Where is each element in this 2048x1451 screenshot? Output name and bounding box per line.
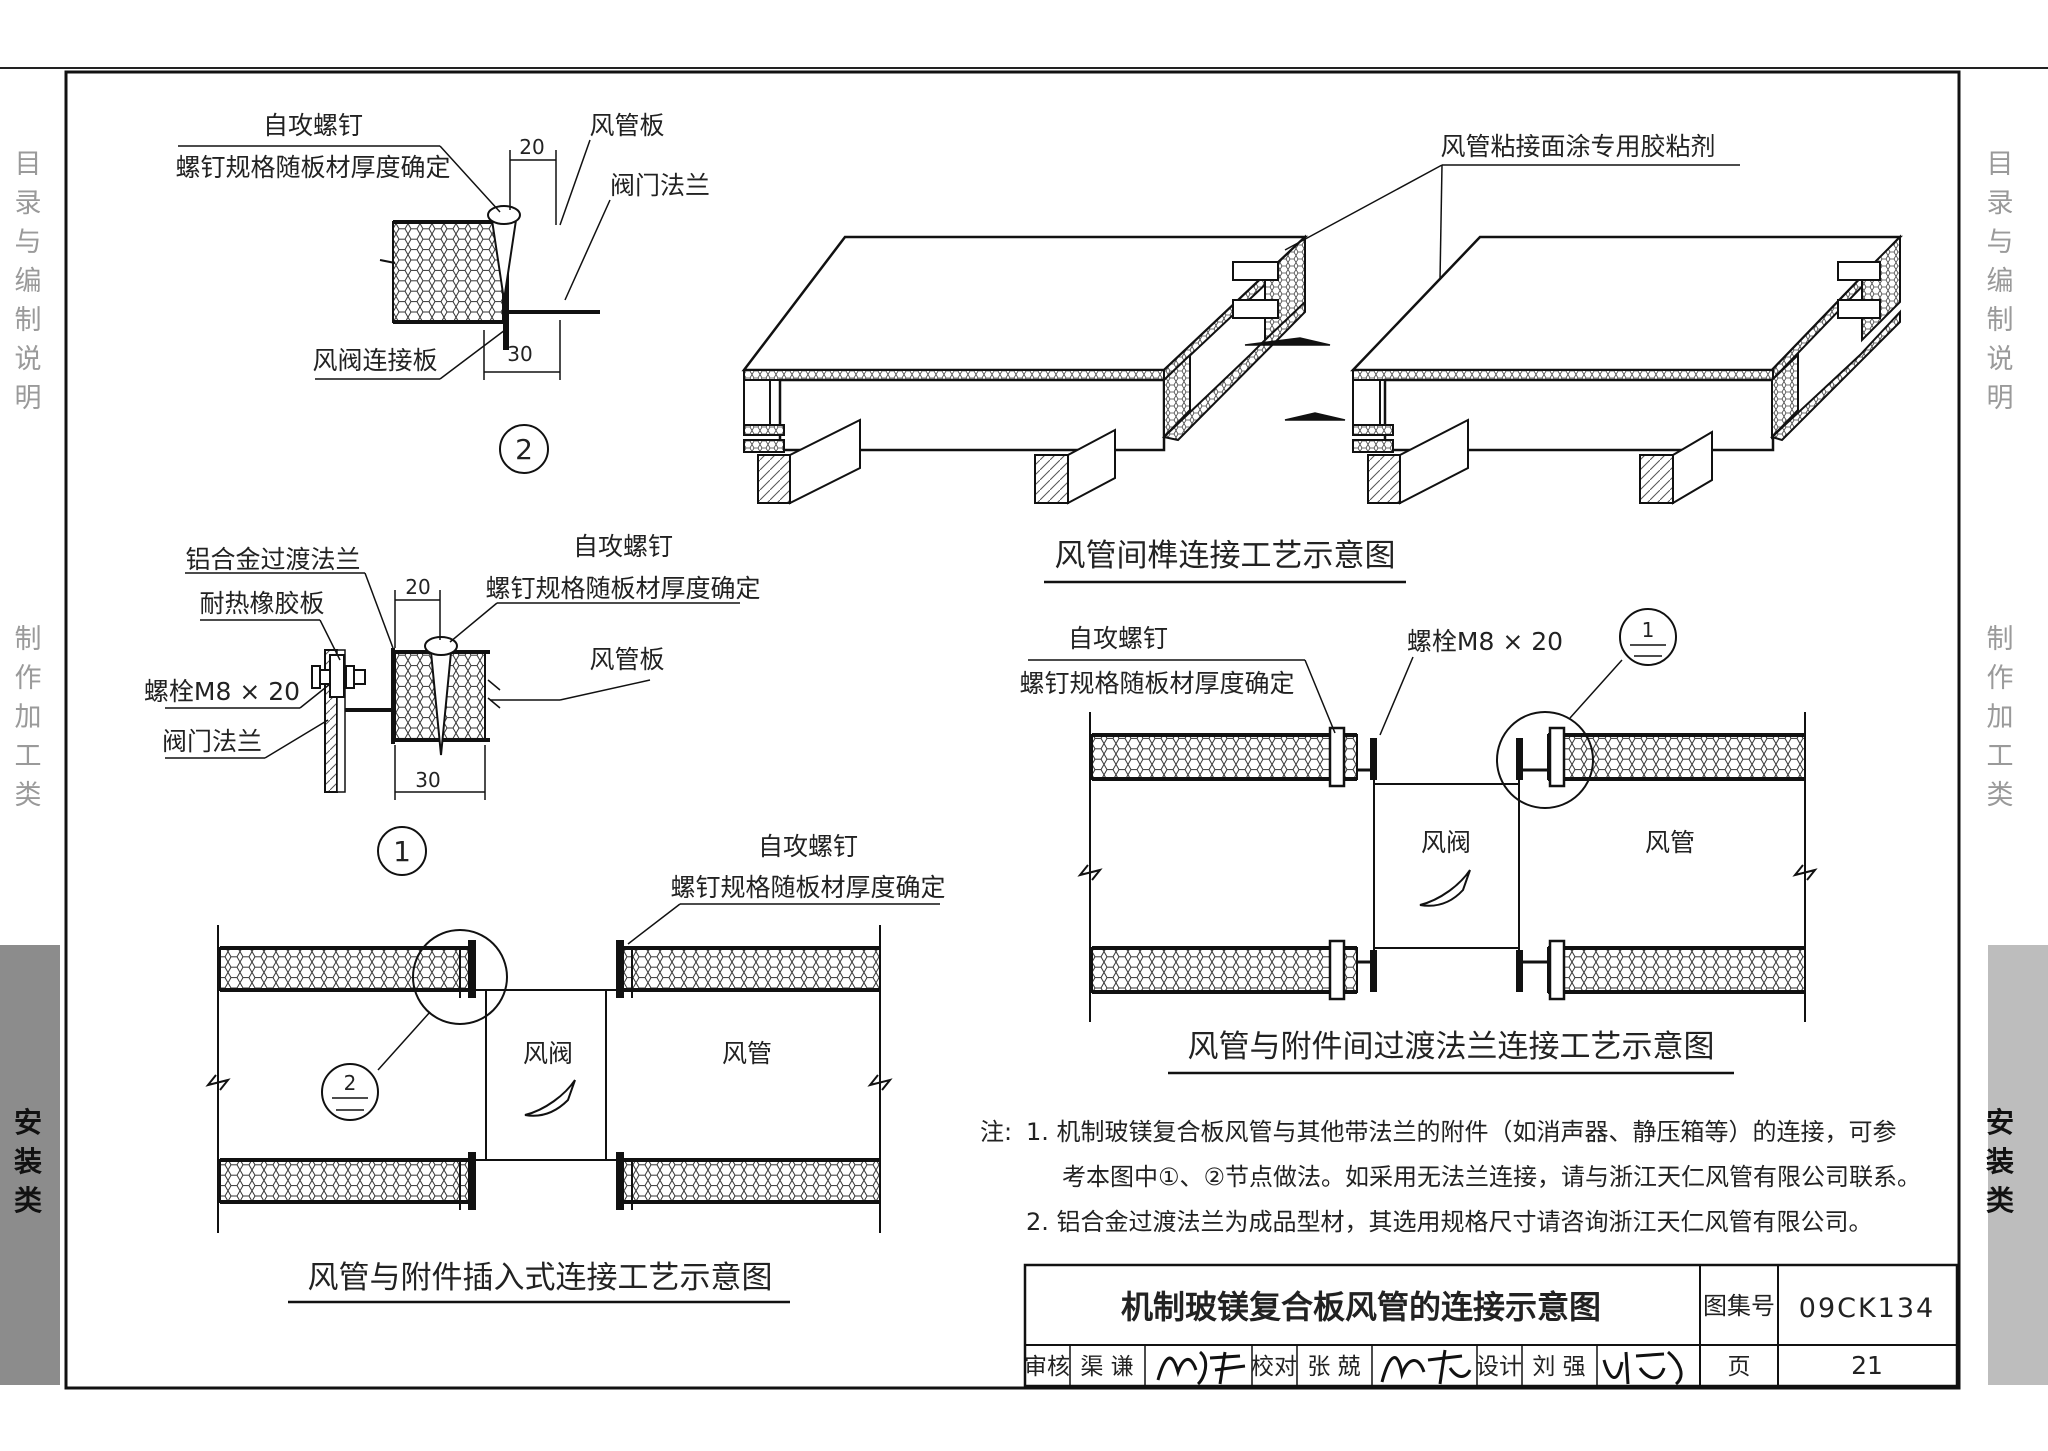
page-number: 21 [1851, 1351, 1883, 1380]
detail-circle-2 [412, 929, 508, 1025]
valve-blade [524, 1079, 576, 1117]
tf-valve-label: 风阀 [1421, 828, 1471, 857]
sidebar_right-section-1[interactable]: 目录与编制说明 [1986, 149, 2014, 414]
d2-number-circle [499, 424, 549, 474]
duct-wall-bottom-left [1091, 947, 1358, 993]
tf-screw-spec: 螺钉规格随板材厚度确定 [1019, 669, 1294, 698]
d2-panel-label: 风管板 [589, 111, 664, 140]
detail-ref-2-number: 2 [344, 1071, 357, 1095]
sidebar-right-active-bg [1988, 945, 2048, 1385]
insert-type-diagram: 2 自攻螺钉 螺钉规格随板材厚度确定 风阀 风管 风管与附件插入式连接工艺示意图 [205, 832, 946, 1304]
tf-caption: 风管与附件间过渡法兰连接工艺示意图 [1188, 1029, 1715, 1065]
review-signature [1156, 1350, 1246, 1386]
transition-flange-diagram: 1 自攻螺钉 螺钉规格随板材厚度确定 螺栓M8 × 20 风阀 风管 风管与附件… [1019, 608, 1818, 1075]
tf-screw-label: 自攻螺钉 [1068, 624, 1168, 653]
d1-bolt-label: 螺栓M8 × 20 [144, 677, 300, 706]
arrow-left [1284, 412, 1346, 421]
sidebar_left-section-3[interactable]: 安装类 [13, 1106, 42, 1217]
atlas-number: 09CK134 [1799, 1293, 1935, 1324]
drawing-title: 机制玻镁复合板风管的连接示意图 [1121, 1288, 1601, 1326]
d2-screw-label: 自攻螺钉 [263, 111, 363, 140]
page-label: 页 [1728, 1354, 1751, 1380]
note-1-line-1: 1. 机制玻镁复合板风管与其他带法兰的附件（如消声器、静压箱等）的连接，可参 [1026, 1118, 1897, 1146]
duct-wall-top-left [219, 947, 471, 991]
d1-panel-label: 风管板 [589, 645, 664, 674]
duct-wall-top-right [1547, 734, 1806, 780]
duct-wall-bottom-left [219, 1159, 471, 1203]
d2-dim-top: 20 [519, 135, 544, 159]
sidebar-left-active-bg [0, 945, 60, 1385]
note-2: 2. 铝合金过渡法兰为成品型材，其选用规格尺寸请咨询浙江天仁风管有限公司。 [1026, 1208, 1873, 1236]
review-label: 审核 [1024, 1354, 1070, 1380]
arrow-right [1244, 337, 1331, 346]
sidebar_left-section-1[interactable]: 目录与编制说明 [14, 149, 42, 414]
aluminium-transition-flange [345, 648, 395, 744]
detail-circle-1 [1496, 711, 1594, 809]
design-label: 设计 [1476, 1354, 1522, 1380]
d1-rubber-label: 耐热橡胶板 [199, 589, 324, 618]
d2-screw-spec: 螺钉规格随板材厚度确定 [175, 153, 450, 182]
d2-dim-bottom: 30 [507, 342, 532, 366]
detail-1: 铝合金过渡法兰 耐热橡胶板 螺栓M8 × 20 阀门法兰 自攻螺钉 螺钉规格随板… [144, 532, 761, 876]
title-block: 机制玻镁复合板风管的连接示意图 图集号 09CK134 审核 渠 谦 校对 张 … [1023, 1263, 1959, 1388]
detail-ref-2 [321, 1063, 379, 1121]
d1-number: 1 [393, 835, 411, 868]
check-signature [1380, 1349, 1472, 1385]
d2-connect-plate-label: 风阀连接板 [312, 346, 437, 375]
d1-dim-bottom: 30 [415, 768, 440, 792]
d1-screw-label: 自攻螺钉 [573, 532, 673, 561]
d1-transition-flange-label: 铝合金过渡法兰 [185, 545, 360, 574]
review-name: 渠 谦 [1080, 1354, 1133, 1380]
tf-duct-label: 风管 [1645, 828, 1695, 857]
duct-panel-section [392, 221, 504, 323]
d2-valve-flange-label: 阀门法兰 [610, 171, 710, 200]
duct-wall-top-left [1091, 734, 1358, 780]
detail-ref-1 [1619, 608, 1677, 666]
check-label: 校对 [1251, 1354, 1297, 1380]
notes-prefix: 注: [980, 1118, 1012, 1146]
design-name: 刘 强 [1532, 1354, 1585, 1380]
ins-duct-label: 风管 [722, 1039, 772, 1068]
valve-blade [1419, 869, 1471, 907]
ins-screw-spec: 螺钉规格随板材厚度确定 [670, 873, 945, 902]
check-name: 张 兢 [1307, 1354, 1360, 1380]
ins-caption: 风管与附件插入式连接工艺示意图 [308, 1260, 773, 1296]
tenon-caption: 风管间榫连接工艺示意图 [1055, 538, 1396, 574]
ins-screw-label: 自攻螺钉 [758, 832, 858, 861]
duct-wall-bottom-right [1547, 947, 1806, 993]
glue-label: 风管粘接面涂专用胶粘剂 [1440, 132, 1715, 161]
d1-screw-spec: 螺钉规格随板材厚度确定 [485, 574, 760, 603]
duct-right [1350, 234, 1903, 505]
tf-bolt-label: 螺栓M8 × 20 [1407, 627, 1563, 656]
duct-left [741, 234, 1309, 505]
ins-valve-label: 风阀 [523, 1039, 573, 1068]
d1-dim-top: 20 [405, 575, 430, 599]
detail-ref-1-number: 1 [1642, 618, 1655, 642]
sidebar_right-section-2[interactable]: 制作加工类 [1986, 624, 2014, 811]
duct-wall-bottom-right [621, 1159, 881, 1203]
note-1-line-2: 考本图中①、②节点做法。如采用无法兰连接，请与浙江天仁风管有限公司联系。 [1062, 1163, 1921, 1191]
tenon-connection-diagram: 风管粘接面涂专用胶粘剂 风管间榫连接工艺示意图 [741, 132, 1903, 584]
duct-wall-top-right [621, 947, 881, 991]
sidebar_right-section-3[interactable]: 安装类 [1985, 1106, 2014, 1217]
frame-border [64, 70, 1961, 1390]
sidebar_left-section-2[interactable]: 制作加工类 [14, 624, 42, 811]
atlas-label: 图集号 [1703, 1292, 1775, 1320]
d1-number-circle [377, 826, 427, 876]
detail-2: 自攻螺钉 螺钉规格随板材厚度确定 20 风管板 阀门法兰 风阀连接板 30 2 [175, 111, 710, 474]
design-signature [1602, 1350, 1683, 1386]
d2-number: 2 [515, 433, 533, 466]
notes: 注: 1. 机制玻镁复合板风管与其他带法兰的附件（如消声器、静压箱等）的连接，可… [980, 1118, 1921, 1236]
d1-valve-flange-label: 阀门法兰 [162, 727, 262, 756]
rubber-sheet [336, 649, 346, 793]
